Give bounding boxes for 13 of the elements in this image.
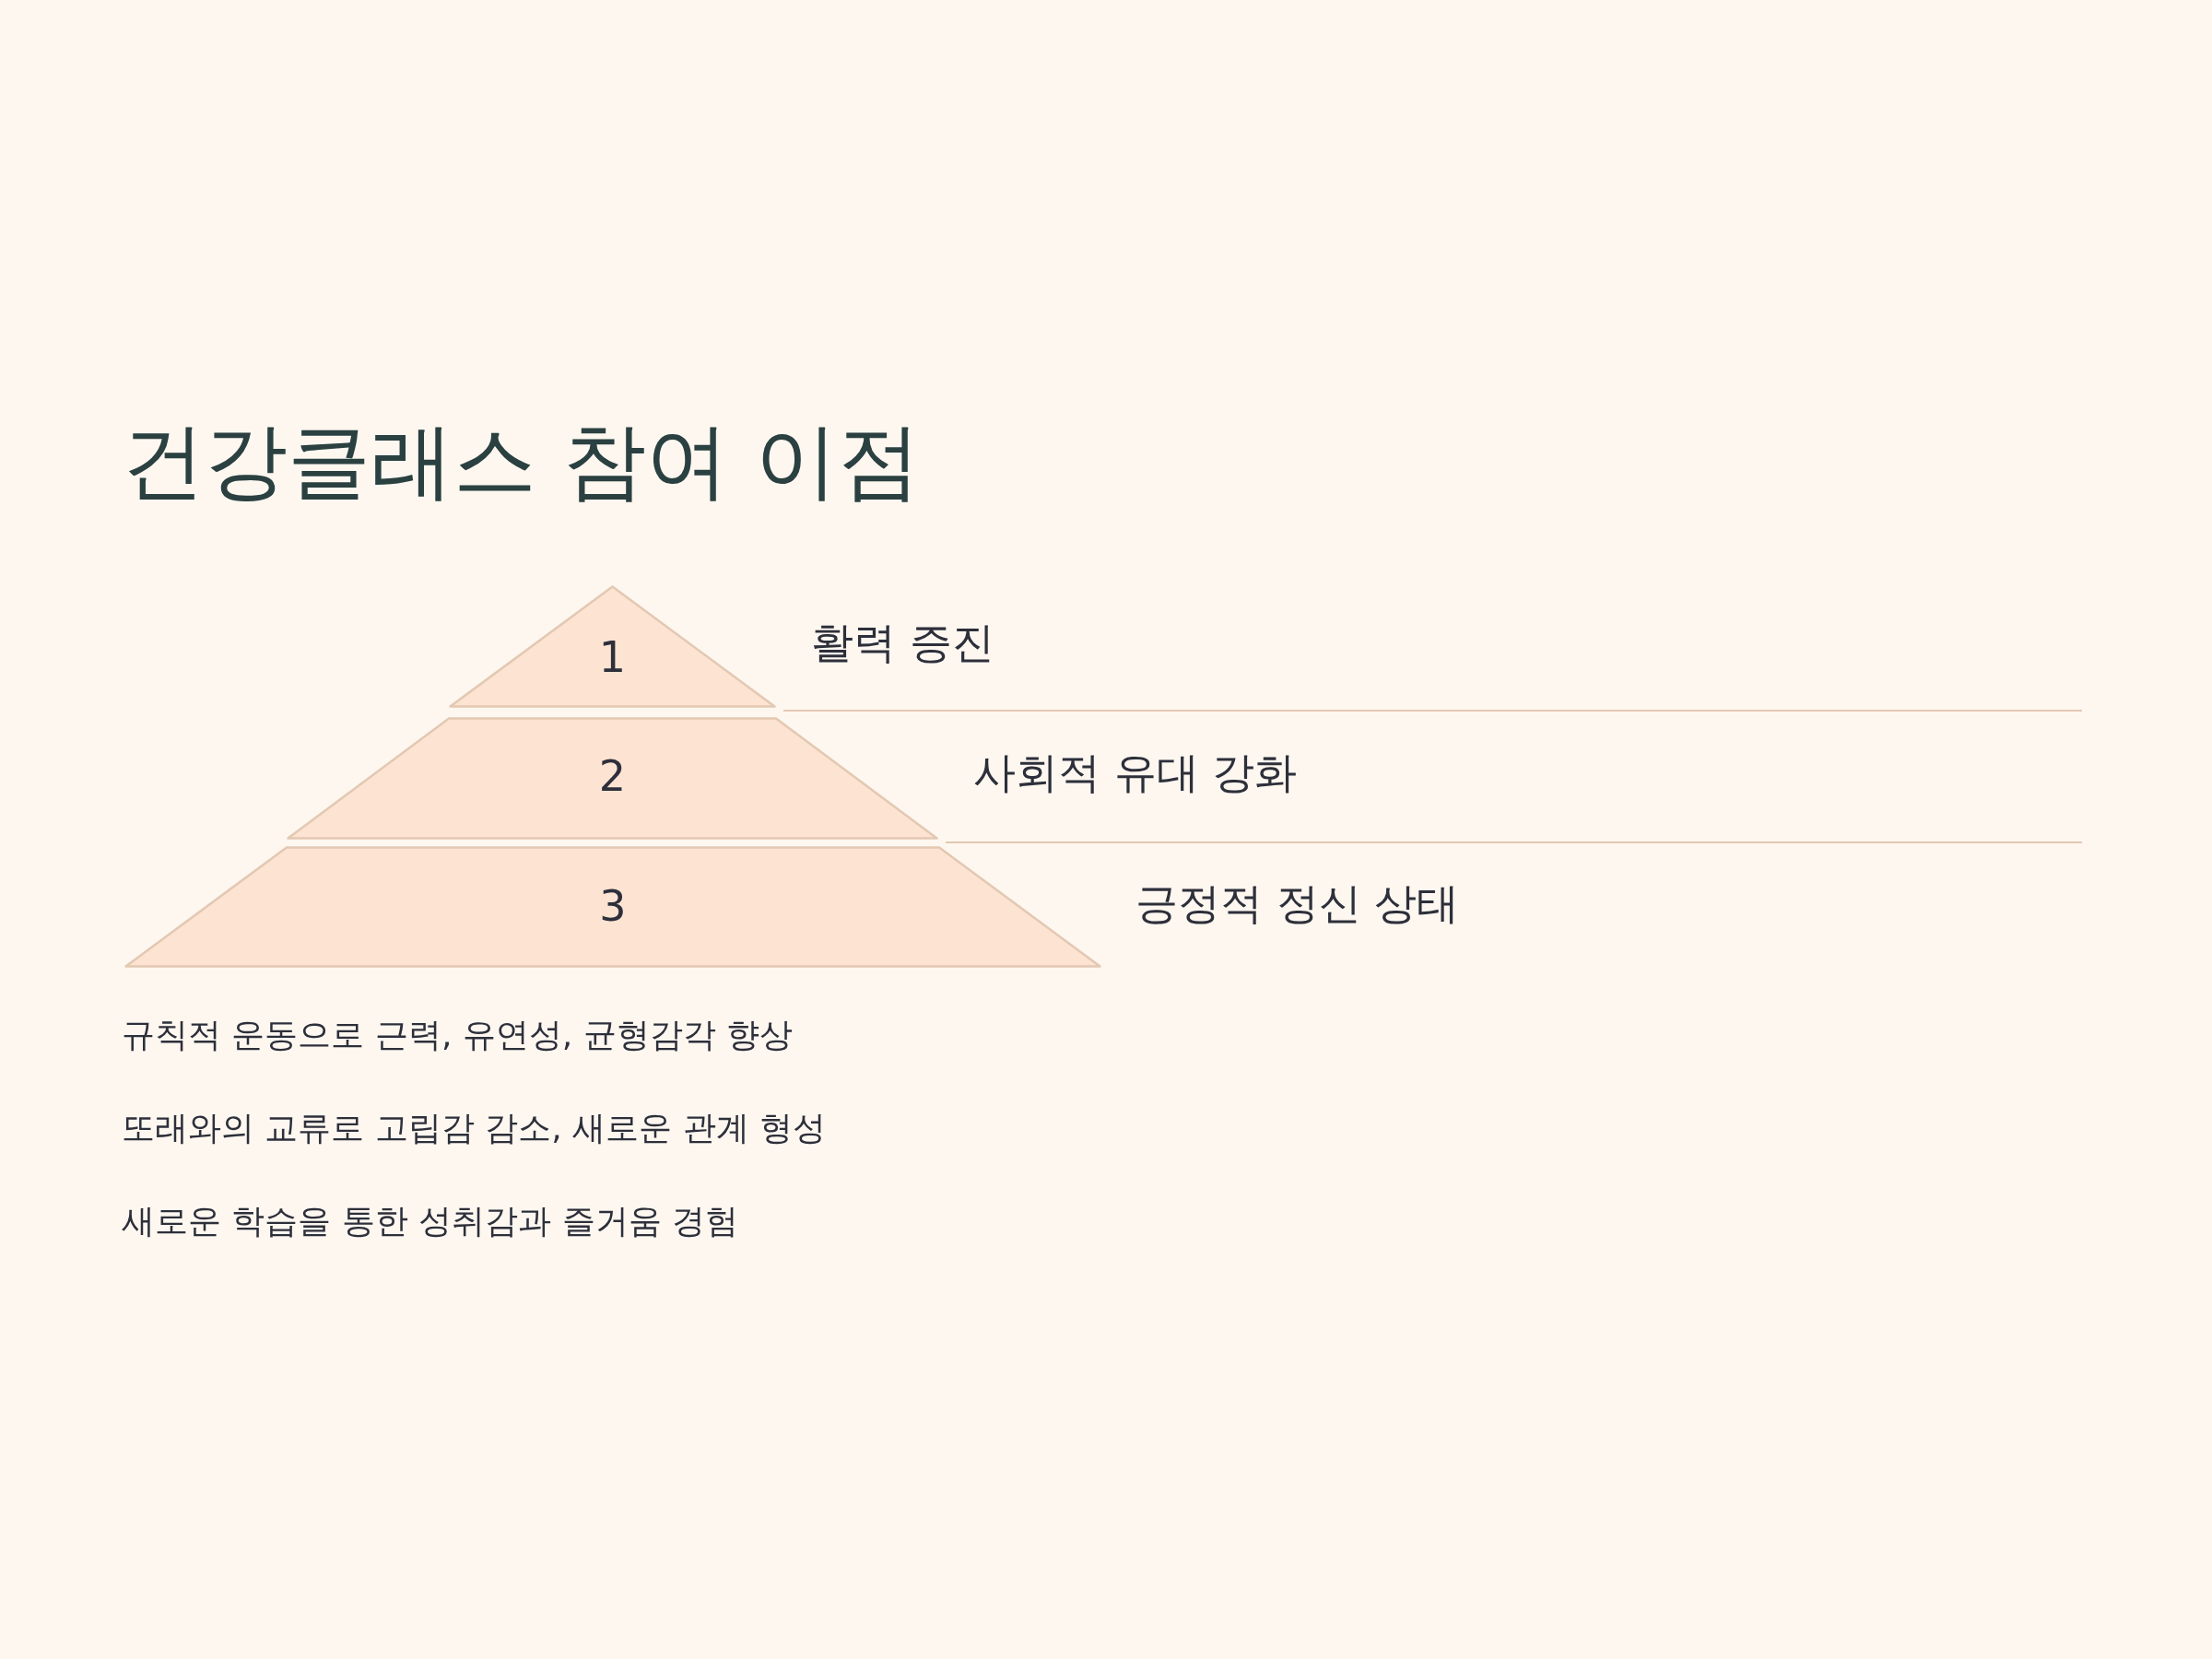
- tier-heading: 사회적 유대 강화: [973, 747, 1298, 799]
- pyramid-tier: [124, 846, 1101, 968]
- pyramid-tier: [287, 717, 938, 840]
- description-text: 규칙적 운동으로 근력, 유연성, 균형감각 향상: [122, 1015, 794, 1055]
- tier-heading: 활력 증진: [811, 618, 994, 669]
- diagram-title: 건강클래스 참여 이점: [122, 413, 922, 509]
- description-text: 또래와의 교류로 고립감 감소, 새로운 관계 형성: [122, 1108, 827, 1148]
- description-text: 새로운 학습을 통한 성취감과 즐거움 경험: [122, 1201, 739, 1241]
- tier-heading: 긍정적 정신 상태: [1135, 878, 1460, 930]
- tier-number: 2: [598, 752, 627, 800]
- pyramid-tier: [449, 585, 776, 708]
- tier-number: 3: [599, 882, 627, 929]
- tier-number: 1: [598, 634, 627, 681]
